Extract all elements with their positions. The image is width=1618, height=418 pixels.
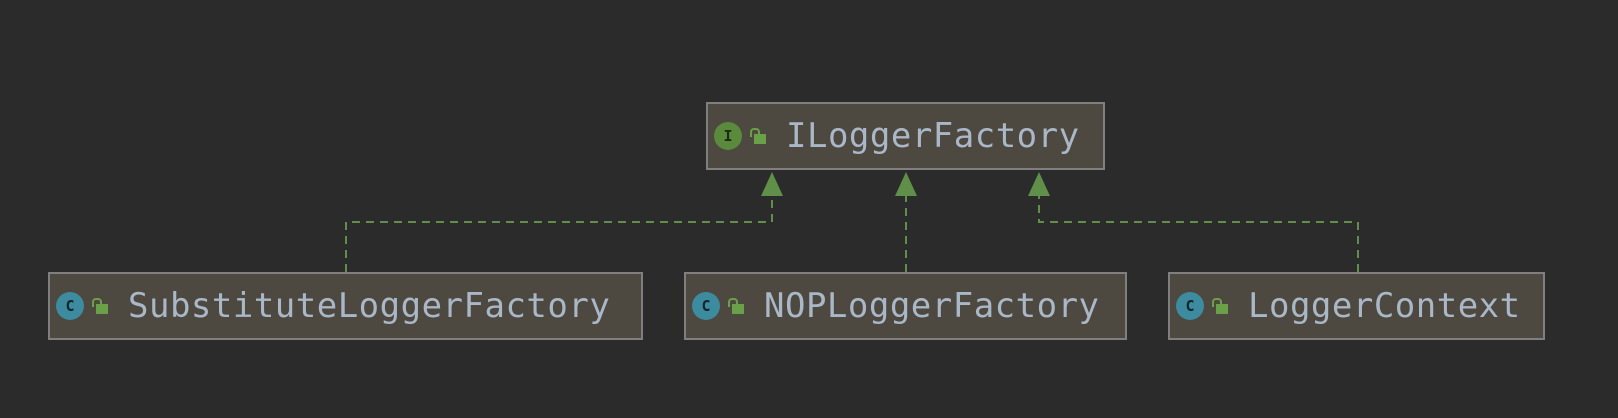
edge-substitute-to-ilogger — [345, 196, 773, 272]
unlock-icon — [92, 298, 108, 314]
node-label: SubstituteLoggerFactory — [128, 286, 611, 326]
unlock-icon — [728, 298, 744, 314]
node-noploggerfactory[interactable]: C NOPLoggerFactory — [684, 272, 1127, 340]
node-substituteloggerfactory[interactable]: C SubstituteLoggerFactory — [48, 272, 643, 340]
node-label: ILoggerFactory — [786, 116, 1080, 156]
edge-arrowhead-nop — [895, 172, 917, 196]
unlock-icon — [750, 128, 766, 144]
edge-arrowhead-substitute — [761, 172, 783, 196]
edge-loggercontext-to-ilogger — [1038, 196, 1359, 272]
node-iloggerfactory[interactable]: I ILoggerFactory — [706, 102, 1105, 170]
edge-arrowhead-loggercontext — [1028, 172, 1050, 196]
node-loggercontext[interactable]: C LoggerContext — [1168, 272, 1545, 340]
node-label: NOPLoggerFactory — [764, 286, 1100, 326]
interface-badge-icon: I — [714, 122, 742, 150]
unlock-icon — [1212, 298, 1228, 314]
node-label: LoggerContext — [1248, 286, 1521, 326]
class-badge-icon: C — [1176, 292, 1204, 320]
class-badge-icon: C — [56, 292, 84, 320]
class-badge-icon: C — [692, 292, 720, 320]
